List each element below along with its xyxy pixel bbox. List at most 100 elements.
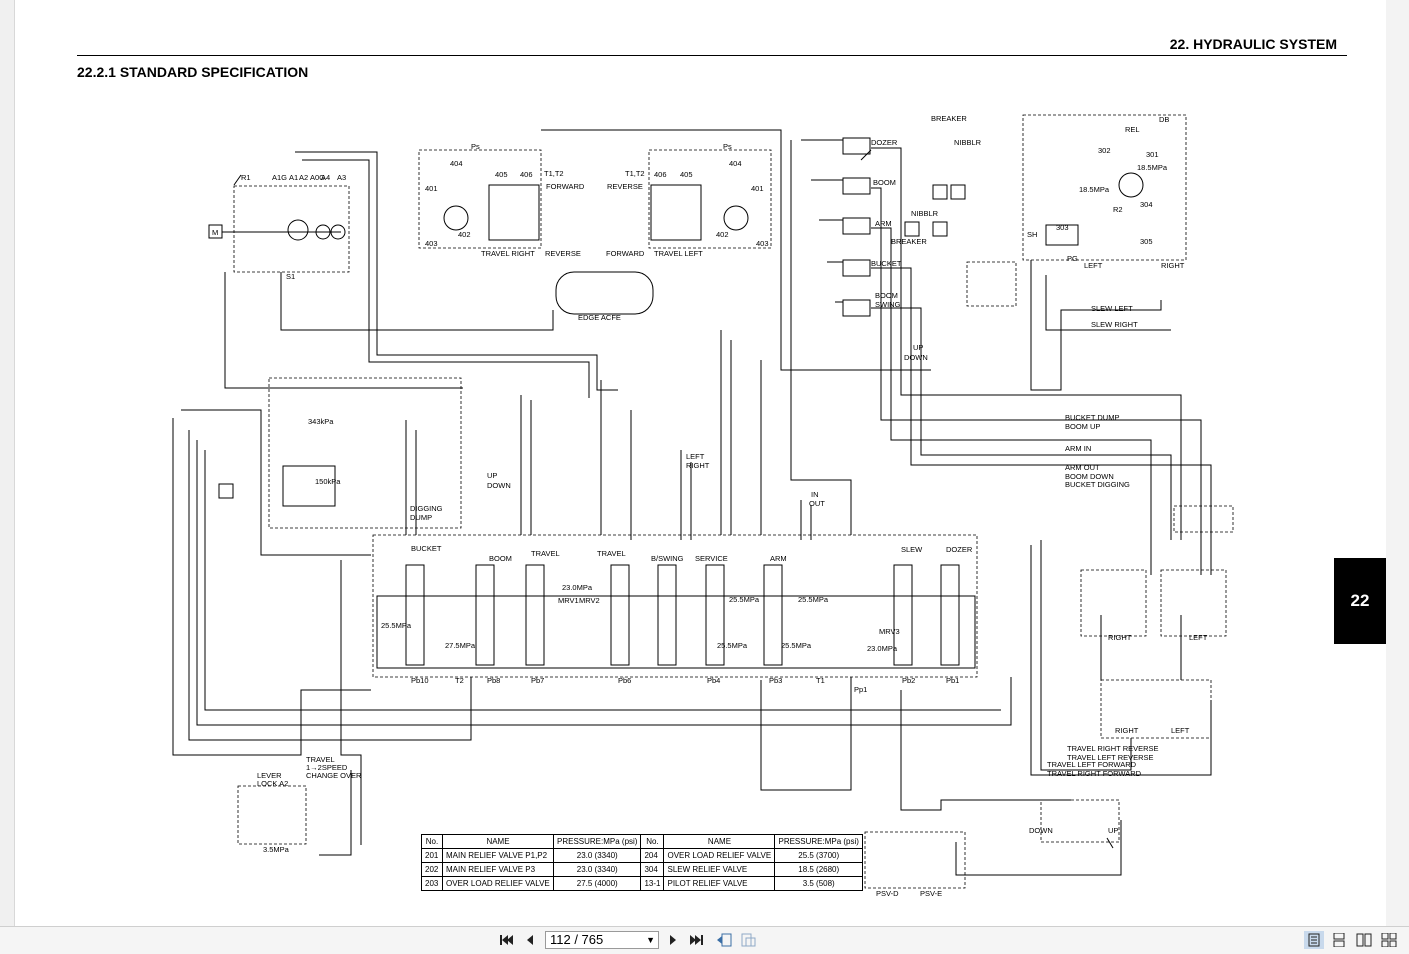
svg-text:DOWN: DOWN — [487, 481, 511, 490]
svg-text:25.5MPa: 25.5MPa — [781, 641, 812, 650]
svg-text:R1: R1 — [241, 173, 251, 182]
svg-text:TRAVEL LEFT: TRAVEL LEFT — [654, 249, 703, 258]
single-page-icon[interactable] — [1304, 931, 1324, 949]
svg-text:A0G: A0G — [310, 173, 325, 182]
cell-pressure: 23.0 (3340) — [552, 862, 642, 877]
svg-text:TRAVEL: TRAVEL — [531, 549, 560, 558]
svg-text:PG: PG — [1067, 254, 1078, 263]
svg-text:401: 401 — [751, 184, 764, 193]
svg-text:BOOM: BOOM — [489, 554, 512, 563]
cell-no: 201 — [421, 848, 443, 863]
next-page-icon[interactable] — [663, 931, 683, 949]
svg-text:T1,T2: T1,T2 — [625, 169, 645, 178]
svg-text:FORWARD: FORWARD — [606, 249, 645, 258]
svg-text:LEVER: LEVER — [257, 771, 282, 780]
relief-valve-spec-table: No. NAME PRESSURE:MPa (psi) No. NAME PRE… — [421, 834, 863, 891]
table-header-row: No. NAME PRESSURE:MPa (psi) No. NAME PRE… — [421, 834, 863, 849]
svg-text:Pb4: Pb4 — [707, 676, 720, 685]
svg-text:302: 302 — [1098, 146, 1111, 155]
two-page-icon[interactable] — [1354, 931, 1374, 949]
first-page-icon[interactable] — [496, 931, 516, 949]
svg-text:BOOM UP: BOOM UP — [1065, 422, 1100, 431]
svg-text:Pb2: Pb2 — [902, 676, 915, 685]
cell-pressure: 18.5 (2680) — [774, 862, 863, 877]
svg-text:SLEW: SLEW — [901, 545, 923, 554]
svg-text:LEFT: LEFT — [1084, 261, 1103, 270]
page-number-field[interactable]: 112 / 765 ▼ — [545, 931, 659, 949]
svg-text:18.5MPa: 18.5MPa — [1079, 185, 1110, 194]
svg-text:RIGHT: RIGHT — [686, 461, 710, 470]
svg-text:Pb10: Pb10 — [411, 676, 429, 685]
svg-text:Pb3: Pb3 — [769, 676, 782, 685]
svg-text:RIGHT: RIGHT — [1115, 726, 1139, 735]
svg-text:Pb8: Pb8 — [487, 676, 500, 685]
svg-text:LOCK A2: LOCK A2 — [257, 779, 288, 788]
svg-text:UP: UP — [1108, 826, 1118, 835]
next-view-icon[interactable] — [739, 931, 759, 949]
chevron-down-icon[interactable]: ▼ — [646, 935, 655, 945]
svg-text:MRV2: MRV2 — [579, 596, 600, 605]
svg-text:BUCKET DUMP: BUCKET DUMP — [1065, 413, 1119, 422]
cell-no: 204 — [640, 848, 665, 863]
svg-text:A3: A3 — [337, 173, 346, 182]
continuous-icon[interactable] — [1329, 931, 1349, 949]
svg-text:25.5MPa: 25.5MPa — [381, 621, 412, 630]
vertical-scrollbar[interactable] — [1386, 0, 1409, 926]
svg-text:MRV1: MRV1 — [558, 596, 579, 605]
col-header-pressure: PRESSURE:MPa (psi) — [552, 834, 642, 849]
svg-text:BUCKET: BUCKET — [411, 544, 442, 553]
svg-text:Ps: Ps — [471, 142, 480, 151]
svg-text:A4: A4 — [321, 173, 330, 182]
two-page-continuous-icon[interactable] — [1379, 931, 1399, 949]
prev-page-icon[interactable] — [520, 931, 540, 949]
col-header-no: No. — [421, 834, 443, 849]
prev-view-icon[interactable] — [714, 931, 734, 949]
component-labels: DOZER BOOM ARM BUCKET BOOM SWING BREAKER… — [212, 114, 1208, 898]
last-page-icon[interactable] — [687, 931, 707, 949]
svg-text:405: 405 — [680, 170, 693, 179]
svg-text:BOOM: BOOM — [875, 291, 898, 300]
svg-text:TRAVEL LEFT REVERSE: TRAVEL LEFT REVERSE — [1067, 753, 1154, 762]
svg-text:BOOM: BOOM — [873, 178, 896, 187]
svg-text:CHANGE OVER: CHANGE OVER — [306, 771, 362, 780]
svg-text:NIBBLR: NIBBLR — [954, 138, 982, 147]
svg-text:SERVICE: SERVICE — [695, 554, 728, 563]
svg-text:402: 402 — [716, 230, 729, 239]
svg-text:403: 403 — [756, 239, 769, 248]
svg-text:DOZER: DOZER — [871, 138, 898, 147]
cell-pressure: 27.5 (4000) — [552, 876, 642, 891]
svg-text:404: 404 — [729, 159, 742, 168]
svg-text:Pb6: Pb6 — [618, 676, 631, 685]
svg-text:A2: A2 — [299, 173, 308, 182]
cell-name: MAIN RELIEF VALVE P1,P2 — [442, 848, 554, 863]
cell-pressure: 23.0 (3340) — [552, 848, 642, 863]
svg-text:REVERSE: REVERSE — [607, 182, 643, 191]
svg-text:S1: S1 — [286, 272, 295, 281]
svg-text:SH: SH — [1027, 230, 1037, 239]
hydraulic-schematic: 9 DOZER BOOM ARM BUCKET BOOM SWING BREAK… — [172, 114, 1234, 898]
svg-text:402: 402 — [458, 230, 471, 239]
col-header-name: NAME — [663, 834, 776, 849]
svg-text:BOOM DOWN: BOOM DOWN — [1065, 472, 1114, 481]
svg-text:343kPa: 343kPa — [308, 417, 334, 426]
svg-text:TRAVEL: TRAVEL — [597, 549, 626, 558]
svg-text:LEFT: LEFT — [686, 452, 705, 461]
svg-text:LEFT: LEFT — [1189, 633, 1208, 642]
svg-text:SLEW RIGHT: SLEW RIGHT — [1091, 320, 1138, 329]
svg-text:A1G: A1G — [272, 173, 287, 182]
svg-text:M: M — [212, 228, 218, 237]
cell-pressure: 3.5 (508) — [774, 876, 863, 891]
svg-text:MRV3: MRV3 — [879, 627, 900, 636]
svg-text:Pb1: Pb1 — [946, 676, 959, 685]
svg-text:ARM IN: ARM IN — [1065, 444, 1091, 453]
svg-text:404: 404 — [450, 159, 463, 168]
col-header-name: NAME — [442, 834, 554, 849]
cell-no: 13-1 — [640, 876, 665, 891]
schematic-lines — [172, 114, 1234, 889]
svg-text:R2: R2 — [1113, 205, 1123, 214]
svg-text:LEFT: LEFT — [1171, 726, 1190, 735]
svg-text:RIGHT: RIGHT — [1108, 633, 1132, 642]
cell-name: SLEW RELIEF VALVE — [663, 862, 776, 877]
svg-text:3.5MPa: 3.5MPa — [263, 845, 290, 854]
svg-text:PSV-D: PSV-D — [876, 889, 899, 898]
